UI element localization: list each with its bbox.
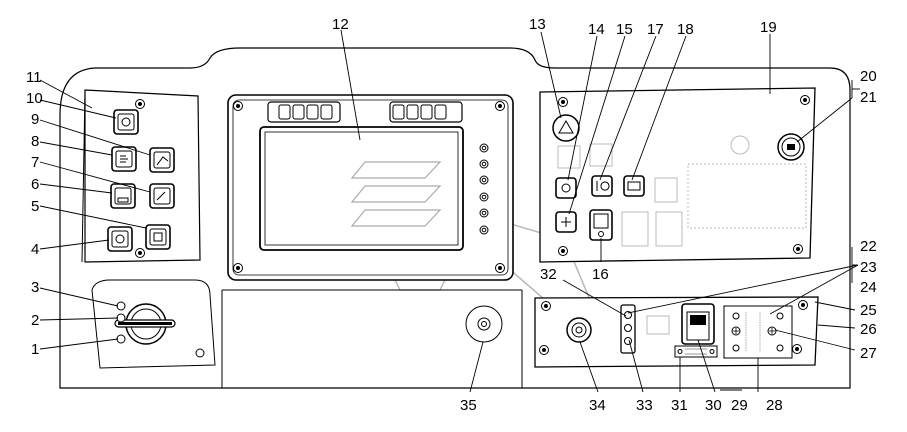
left-switch-panel — [81, 89, 201, 263]
round-knob-35[interactable] — [465, 305, 503, 343]
dashboard-outline — [59, 47, 851, 389]
switch-15-button[interactable] — [555, 211, 577, 233]
callout-35: 35 — [460, 397, 477, 414]
callout-3: 3 — [31, 279, 39, 296]
callout-25: 25 — [860, 302, 877, 319]
ignition-pos-1 — [116, 334, 126, 344]
switch-9-button[interactable] — [149, 147, 175, 173]
callout-2: 2 — [31, 312, 39, 329]
ignition-pos-3 — [116, 301, 126, 311]
switch-5-button[interactable] — [145, 224, 171, 250]
callout-14: 14 — [588, 21, 605, 38]
callout-32: 32 — [540, 266, 557, 283]
rocker-switch-16[interactable] — [589, 209, 613, 241]
callout-17: 17 — [647, 21, 664, 38]
display-screen — [259, 126, 464, 251]
callout-27: 27 — [860, 345, 877, 362]
callout-labels: 11 10 9 8 7 6 5 4 3 2 1 12 13 14 15 17 1… — [26, 16, 877, 414]
indicator-strip-33 — [620, 304, 636, 354]
display-buttons-left[interactable] — [267, 101, 341, 123]
switch-18-button[interactable] — [623, 175, 645, 197]
rocker-switch-29[interactable] — [681, 303, 715, 345]
switch-6-button[interactable] — [110, 183, 136, 209]
ignition-area — [91, 279, 216, 369]
callout-16: 16 — [592, 266, 609, 283]
callout-21: 21 — [860, 89, 877, 106]
label-plate-31 — [674, 345, 718, 358]
callout-20: 20 — [860, 68, 877, 85]
callout-13: 13 — [529, 16, 546, 33]
display-buttons-right[interactable] — [389, 101, 463, 123]
instruction-plate-28 — [723, 305, 793, 359]
callout-6: 6 — [31, 176, 39, 193]
switch-4-button[interactable] — [107, 226, 133, 252]
central-display-panel — [227, 94, 514, 281]
callout-33: 33 — [636, 397, 653, 414]
right-upper-panel — [539, 87, 816, 263]
callout-9: 9 — [31, 111, 39, 128]
ignition-switch[interactable] — [114, 303, 176, 345]
callout-7: 7 — [31, 154, 39, 171]
callout-8: 8 — [31, 133, 39, 150]
callout-34: 34 — [589, 397, 606, 414]
callout-28: 28 — [766, 397, 783, 414]
callout-30: 30 — [705, 397, 722, 414]
display-side-buttons[interactable] — [479, 143, 489, 235]
callout-18: 18 — [677, 21, 694, 38]
lower-right-panel — [534, 296, 819, 368]
callout-22: 22 — [860, 238, 877, 255]
key-switch-21[interactable] — [777, 133, 805, 161]
callout-31: 31 — [671, 397, 688, 414]
switch-14-button[interactable] — [555, 177, 577, 199]
ignition-dot — [195, 348, 205, 358]
switch-10-button[interactable] — [113, 109, 139, 135]
switch-8-button[interactable] — [111, 146, 137, 172]
callout-19: 19 — [760, 19, 777, 36]
callout-23: 23 — [860, 259, 877, 276]
callout-26: 26 — [860, 321, 877, 338]
callout-15: 15 — [616, 21, 633, 38]
callout-11: 11 — [26, 69, 42, 86]
hazard-button[interactable] — [552, 114, 580, 142]
callout-4: 4 — [31, 241, 39, 258]
callout-10: 10 — [26, 90, 43, 107]
ignition-pos-2 — [116, 313, 126, 323]
callout-29: 29 — [731, 397, 748, 414]
rotary-knob-34[interactable] — [566, 317, 592, 343]
callout-1: 1 — [31, 341, 39, 358]
callout-24: 24 — [860, 279, 877, 296]
callout-12: 12 — [332, 16, 349, 33]
leader-lines — [39, 29, 860, 393]
switch-7-button[interactable] — [149, 183, 175, 209]
switch-17-button[interactable] — [591, 175, 613, 197]
callout-5: 5 — [31, 198, 39, 215]
